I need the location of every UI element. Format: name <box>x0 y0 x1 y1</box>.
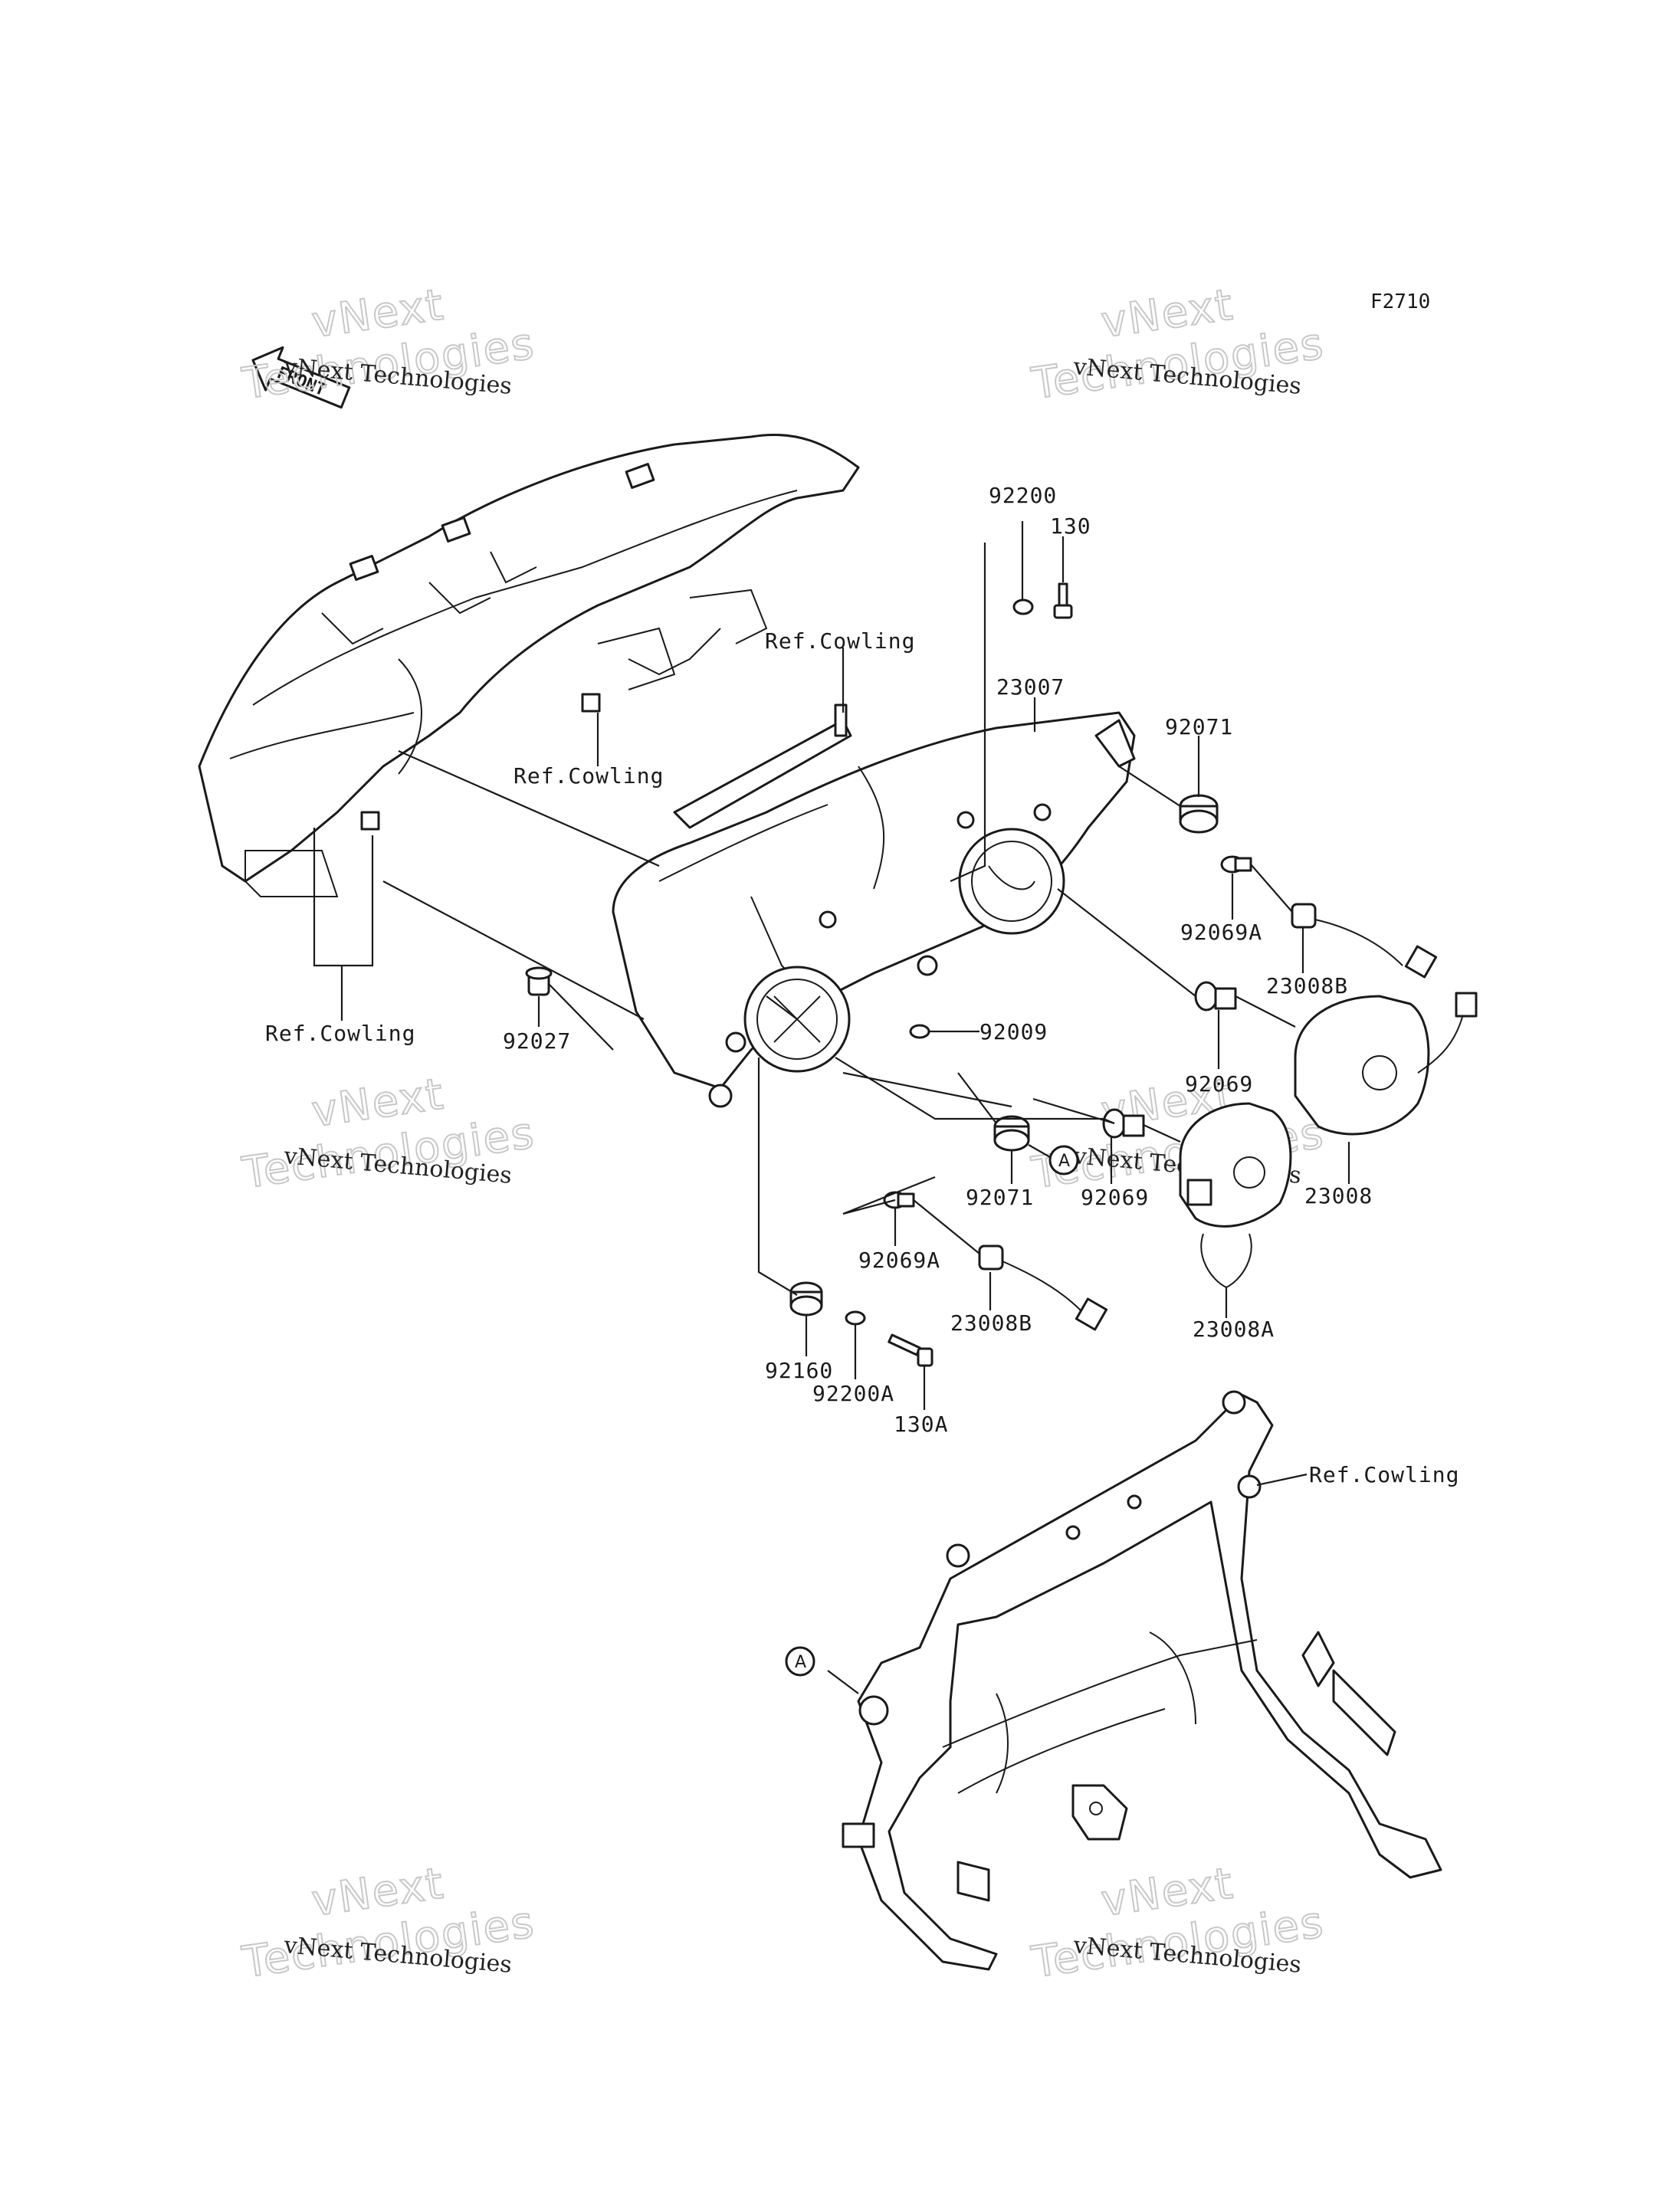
bolt-130A-icon <box>888 1333 934 1367</box>
label-92071-top: 92071 <box>1165 714 1233 739</box>
label-92069A-bottom: 92069A <box>858 1248 940 1273</box>
part-labels: 92200 130 Ref.Cowling 23007 92071 Ref.Co… <box>265 483 1459 1487</box>
label-92069-bottom: 92069 <box>1081 1185 1149 1210</box>
cowling-frame-drawing <box>842 1390 1442 1971</box>
bulb-92069-top-icon <box>1194 981 1237 1012</box>
label-23008A: 23008A <box>1193 1317 1275 1342</box>
label-ref-cowling-left: Ref.Cowling <box>265 1021 415 1046</box>
grommet-92160-icon <box>789 1281 823 1317</box>
callout-a-lower: A <box>785 1646 815 1677</box>
label-92027: 92027 <box>503 1028 571 1054</box>
label-23007: 23007 <box>996 674 1065 700</box>
leader-lines <box>313 521 1350 1694</box>
cowling-bracket-drawing <box>673 703 852 829</box>
screw-92009-icon <box>909 1024 958 1039</box>
watermark-top-left: vNext Technologies vNext Technologies <box>238 279 539 410</box>
grommet-92027-icon <box>525 966 553 996</box>
bolt-130-icon <box>1053 582 1073 619</box>
label-ref-cowling-frame: Ref.Cowling <box>1309 1462 1459 1487</box>
clip-nut-icon <box>581 693 601 713</box>
clip-nut-icon <box>360 811 380 831</box>
grommet-92071-bottom-icon <box>993 1115 1030 1152</box>
socket-23008B-top-icon <box>1291 903 1438 979</box>
label-23008B-bottom: 23008B <box>950 1310 1032 1336</box>
label-92069-top: 92069 <box>1185 1071 1253 1097</box>
watermark-mid-left: vNext Technologies vNext Technologies <box>238 1068 539 1199</box>
label-130: 130 <box>1050 513 1091 539</box>
socket-23008B-bottom-icon <box>978 1244 1108 1331</box>
label-ref-cowling-mid: Ref.Cowling <box>514 763 664 789</box>
lamp-cover-23008-icon <box>1294 992 1478 1136</box>
label-23008B-top: 23008B <box>1266 973 1348 998</box>
headlight-housing-drawing <box>612 711 1136 1108</box>
washer-92200-icon <box>1012 598 1034 615</box>
watermark-bottom-left: vNext Technologies vNext Technologies <box>238 1858 539 1989</box>
label-92071-bottom: 92071 <box>966 1185 1034 1210</box>
callout-a-upper-letter: A <box>1058 1152 1070 1171</box>
lamp-cover-23008A-icon <box>1179 1102 1292 1289</box>
upper-cowling-drawing <box>198 433 860 897</box>
label-92009: 92009 <box>979 1019 1048 1044</box>
figure-code: F2710 <box>1370 290 1430 313</box>
callout-a-lower-letter: A <box>795 1653 806 1672</box>
grommet-92071-top-icon <box>1179 794 1219 834</box>
label-92200: 92200 <box>989 483 1057 508</box>
label-92069A-top: 92069A <box>1180 920 1262 945</box>
watermark-bottom-right: vNext Technologies vNext Technologies <box>1028 1858 1328 1989</box>
watermark-top-right: vNext Technologies vNext Technologies <box>1028 279 1328 410</box>
bulb-92069A-top-icon <box>1220 855 1252 874</box>
label-92160: 92160 <box>765 1358 833 1383</box>
washer-92200A-icon <box>845 1310 866 1326</box>
callout-a-upper: A <box>1028 1144 1079 1176</box>
label-92200A: 92200A <box>812 1381 894 1406</box>
label-ref-cowling-top: Ref.Cowling <box>765 628 915 654</box>
label-130A: 130A <box>894 1412 948 1437</box>
label-23008: 23008 <box>1304 1183 1373 1208</box>
